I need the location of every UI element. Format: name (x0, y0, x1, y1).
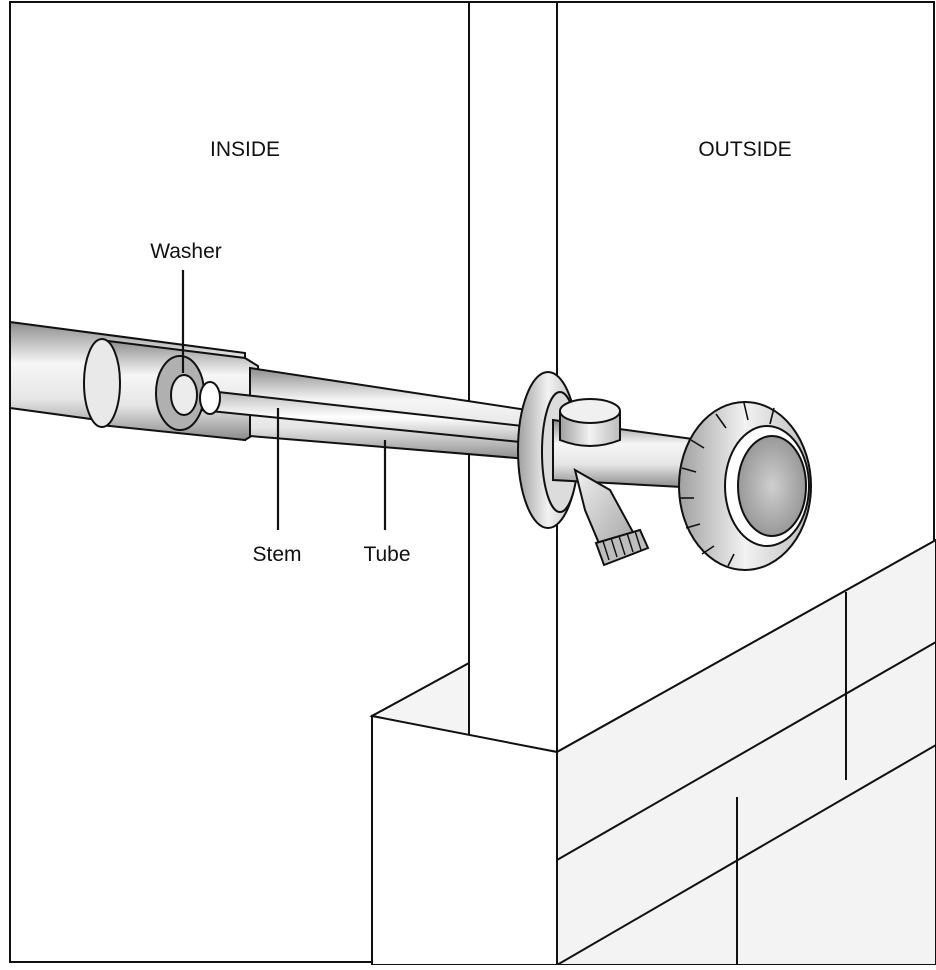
valve-cap-top (559, 398, 621, 424)
washer-hole (170, 374, 198, 416)
foundation-front-face (371, 714, 558, 966)
stem-end (199, 381, 221, 415)
mortar-line (556, 744, 936, 966)
block-foundation (369, 538, 936, 966)
label-washer: Washer (150, 240, 222, 263)
coupling-rim (83, 338, 121, 428)
handle-opening (737, 435, 807, 537)
label-outside: OUTSIDE (698, 138, 791, 161)
foundation-side-face (556, 538, 936, 966)
mortar-line (556, 641, 936, 861)
callout-lines (181, 270, 387, 530)
label-tube: Tube (363, 543, 410, 566)
faucet-assembly (9, 320, 812, 571)
label-inside: INSIDE (210, 138, 280, 161)
handle-grip-ridges (680, 402, 775, 567)
label-stem: Stem (252, 543, 301, 566)
thread-lines (602, 530, 642, 561)
